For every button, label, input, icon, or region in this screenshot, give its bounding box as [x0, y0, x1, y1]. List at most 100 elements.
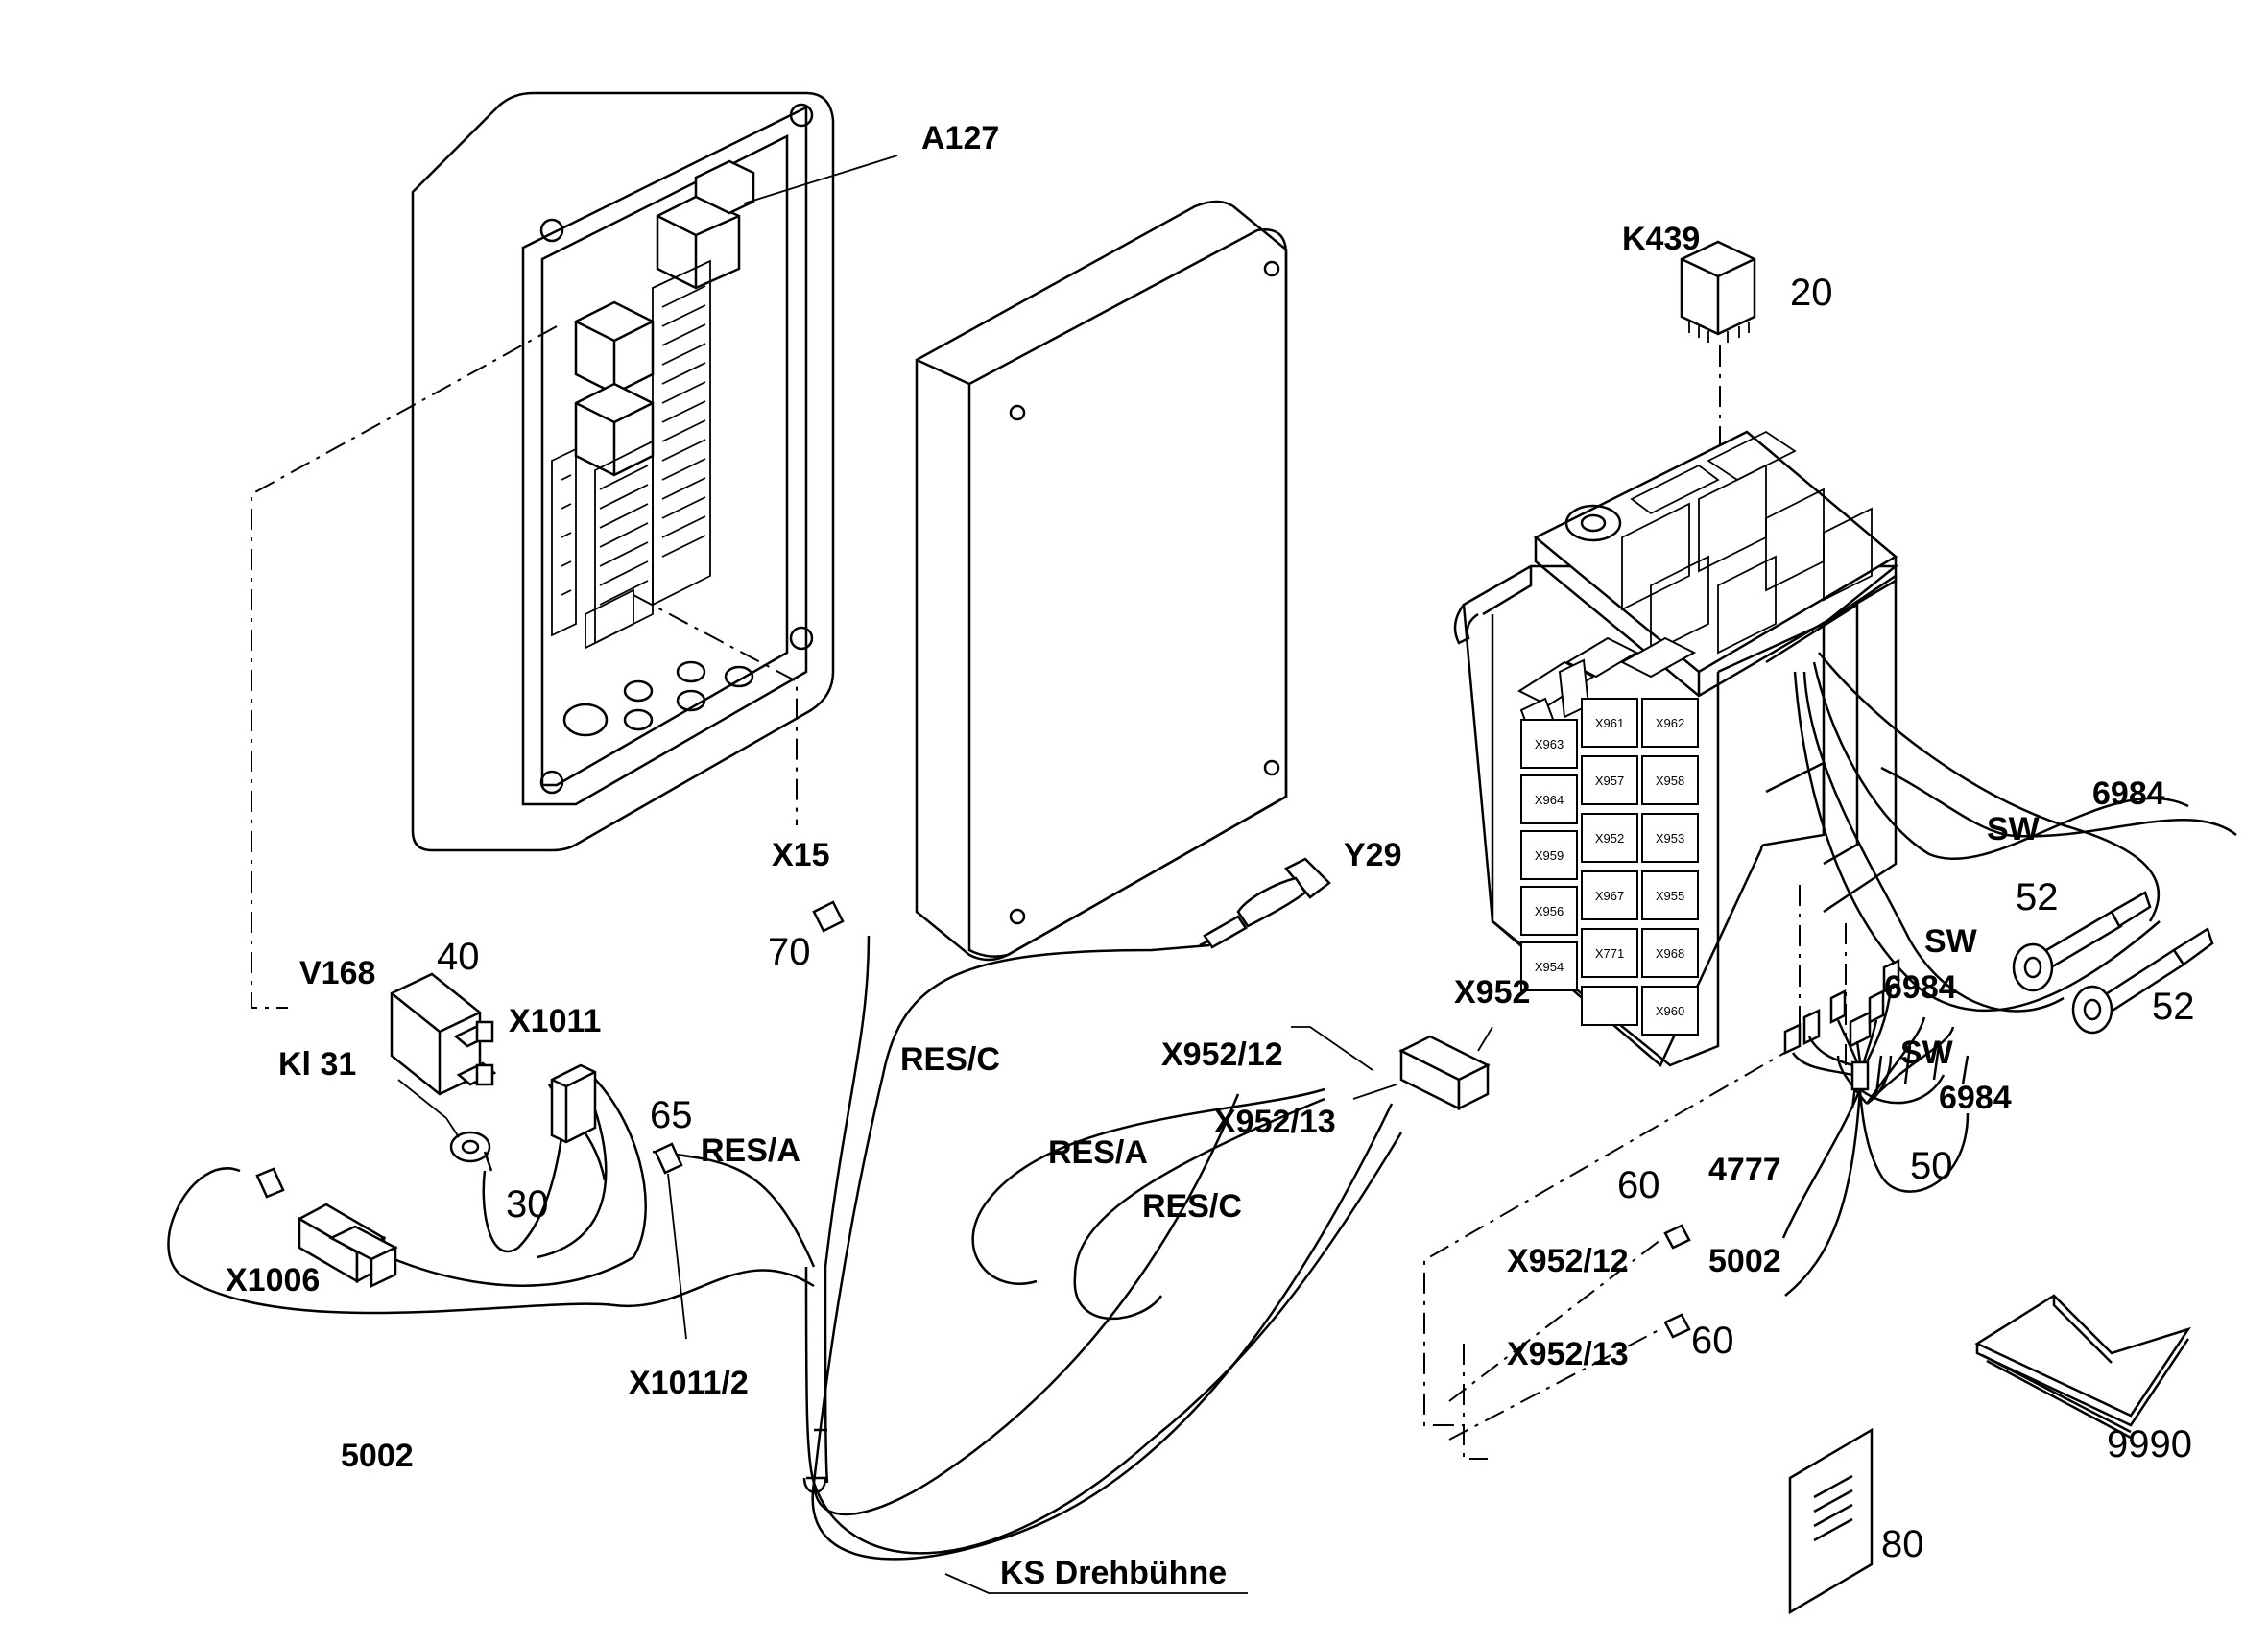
fuse-label: X958	[1656, 774, 1684, 788]
connector-x1006	[297, 1203, 398, 1288]
label-sw: SW	[1987, 811, 2041, 847]
leader-ks	[944, 1573, 1248, 1594]
fuse-cell-x959	[1520, 830, 1578, 880]
label-res-c: RES/C	[900, 1041, 1000, 1078]
document-80	[1788, 1427, 1874, 1615]
label-6984-3: 6984	[1939, 1080, 2012, 1116]
label-65: 65	[650, 1094, 693, 1136]
fuse-cell-x968	[1641, 928, 1699, 978]
connector-x952	[1398, 1035, 1491, 1111]
fuse-label: X954	[1535, 960, 1564, 974]
fuse-cell-x961	[1581, 698, 1638, 748]
label-res-a-2: RES/A	[1048, 1134, 1148, 1171]
leader-x1011-2	[667, 1173, 687, 1340]
dash-lower-x952	[1463, 1344, 1488, 1460]
terminal-bundle-50	[1781, 959, 1970, 1297]
label-5002: 5002	[341, 1438, 414, 1474]
fuse-cell-x955	[1641, 870, 1699, 920]
fuse-cell-x964	[1520, 774, 1578, 824]
label-ks-drehbuehne: KS Drehbühne	[1000, 1555, 1227, 1591]
fuse-label: X967	[1595, 889, 1624, 903]
label-x952-13: X952/13	[1214, 1104, 1336, 1140]
label-x1006: X1006	[226, 1262, 320, 1299]
fuse-cell-x953	[1641, 813, 1699, 863]
leader-x952	[1477, 1026, 1493, 1052]
label-x952-12: X952/12	[1161, 1036, 1283, 1073]
fuse-cell-x962	[1641, 698, 1699, 748]
diode-v168	[390, 972, 497, 1096]
leader-x952-12-upper	[1291, 1026, 1373, 1071]
label-res-a: RES/A	[701, 1132, 800, 1169]
label-80: 80	[1881, 1523, 1924, 1565]
label-x15: X15	[772, 837, 830, 873]
label-y29: Y29	[1344, 837, 1402, 873]
fuse-cell-x960	[1641, 986, 1699, 1036]
dash-fuse-to-terminals	[1423, 885, 1801, 1426]
fuse-holder-assembly: X963 X961 X962 X964 X957 X958 X959 X952 …	[1453, 430, 1899, 1068]
fuse-label: X968	[1656, 946, 1684, 961]
ring-terminal-30	[449, 1131, 493, 1172]
label-sw-2: SW	[1924, 923, 1978, 960]
fuse-label: X962	[1656, 716, 1684, 730]
label-x1011: X1011	[509, 1003, 601, 1039]
label-52-2: 52	[2152, 986, 2195, 1028]
label-6984: 6984	[2092, 775, 2165, 812]
control-box-lid	[915, 200, 1288, 962]
label-a127: A127	[921, 120, 999, 156]
label-52: 52	[2016, 876, 2059, 918]
label-sw-3: SW	[1900, 1035, 1954, 1071]
label-40: 40	[437, 936, 480, 978]
label-60: 60	[1617, 1164, 1660, 1206]
sleeve-x1006	[255, 1167, 285, 1199]
label-70: 70	[768, 931, 811, 973]
label-x952-13-lower: X952/13	[1507, 1336, 1629, 1372]
relay-k439	[1680, 240, 1756, 343]
fuse-cell-x952	[1581, 813, 1638, 863]
label-x952-12-lower: X952/12	[1507, 1243, 1629, 1279]
label-k439: K439	[1622, 221, 1700, 257]
fuse-label: X959	[1535, 848, 1564, 863]
label-6984-2: 6984	[1884, 969, 1957, 1006]
fuse-label: X952	[1595, 831, 1624, 846]
fuse-label: X953	[1656, 831, 1684, 846]
label-30: 30	[506, 1183, 549, 1226]
fuse-label: X960	[1656, 1004, 1684, 1018]
label-5002-lower: 5002	[1708, 1243, 1781, 1279]
label-50: 50	[1910, 1145, 1953, 1187]
dash-kl31	[251, 325, 558, 1009]
fuse-52-upper	[2012, 891, 2152, 992]
leader-a127	[743, 155, 898, 204]
label-res-c-2: RES/C	[1142, 1188, 1242, 1225]
dash-x952-12-lower	[1448, 1239, 1661, 1402]
connector-x1011	[550, 1063, 597, 1144]
label-x1011-2: X1011/2	[629, 1365, 749, 1401]
leader-x952-13-upper	[1352, 1084, 1397, 1100]
sleeve-60-upper	[1663, 1224, 1691, 1250]
leader-kl31	[397, 1079, 460, 1138]
fuse-label: X964	[1535, 793, 1564, 807]
label-kl31: Kl 31	[278, 1046, 356, 1083]
manual-9990	[1974, 1294, 2192, 1440]
label-9990: 9990	[2107, 1423, 2192, 1465]
fuse-cell-x956	[1520, 886, 1578, 936]
fuse-cell-blank	[1581, 986, 1638, 1026]
fuse-52-lower	[2071, 927, 2214, 1035]
fuse-cell-grid: X963 X961 X962 X964 X957 X958 X959 X952 …	[1516, 636, 1699, 1036]
fuse-cell-x958	[1641, 755, 1699, 805]
fuse-cell-x963	[1520, 719, 1578, 769]
fuse-cell-x954	[1520, 941, 1578, 991]
label-x952: X952	[1454, 974, 1530, 1011]
wires-right	[1793, 652, 2237, 1013]
fuse-cell-x957	[1581, 755, 1638, 805]
sleeve-65	[654, 1142, 683, 1175]
fuse-cell-x967	[1581, 870, 1638, 920]
sleeve-60-lower	[1663, 1313, 1691, 1339]
label-60-lower: 60	[1691, 1320, 1734, 1362]
label-20: 20	[1790, 272, 1833, 314]
fuse-label: X956	[1535, 904, 1564, 918]
fuse-label: X955	[1656, 889, 1684, 903]
sleeve-70	[812, 900, 845, 933]
label-v168: V168	[299, 955, 375, 991]
connector-y29	[1199, 857, 1331, 949]
